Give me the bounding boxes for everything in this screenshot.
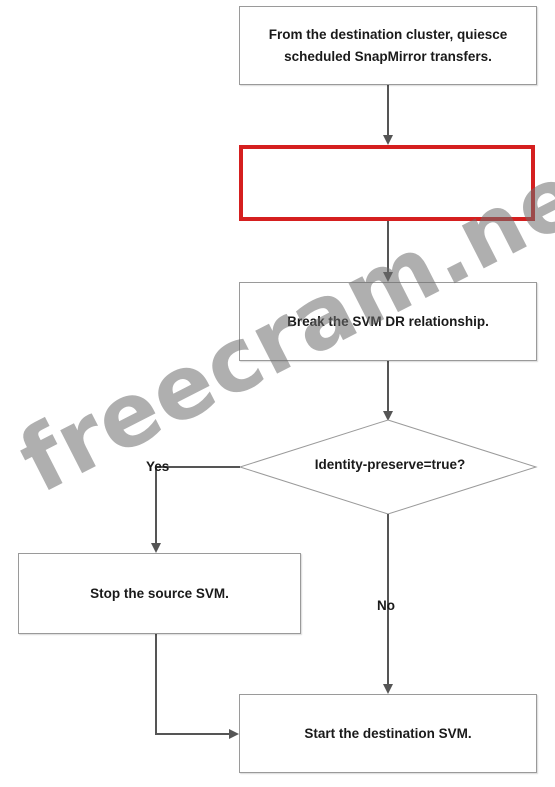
branch-no-label: No	[377, 598, 395, 613]
step-quiesce-transfers: From the destination cluster, quiesce sc…	[239, 6, 537, 85]
branch-yes-label: Yes	[146, 459, 170, 474]
step-stop-source-svm: Stop the source SVM.	[18, 553, 301, 634]
step-break-relationship: Break the SVM DR relationship.	[239, 282, 537, 361]
arrow-stop-source-to-start-destination	[155, 634, 239, 739]
step-stop-source-text: Stop the source SVM.	[90, 585, 229, 601]
step-quiesce-text: From the destination cluster, quiesce sc…	[268, 26, 508, 64]
step-blank-highlighted	[239, 145, 535, 221]
arrow-yes-to-stop-source	[151, 466, 240, 553]
step-break-text: Break the SVM DR relationship.	[287, 313, 489, 329]
step-start-destination-svm: Start the destination SVM.	[239, 694, 537, 773]
step-start-destination-text: Start the destination SVM.	[304, 725, 472, 741]
decision-text: Identity-preserve=true?	[314, 457, 466, 472]
